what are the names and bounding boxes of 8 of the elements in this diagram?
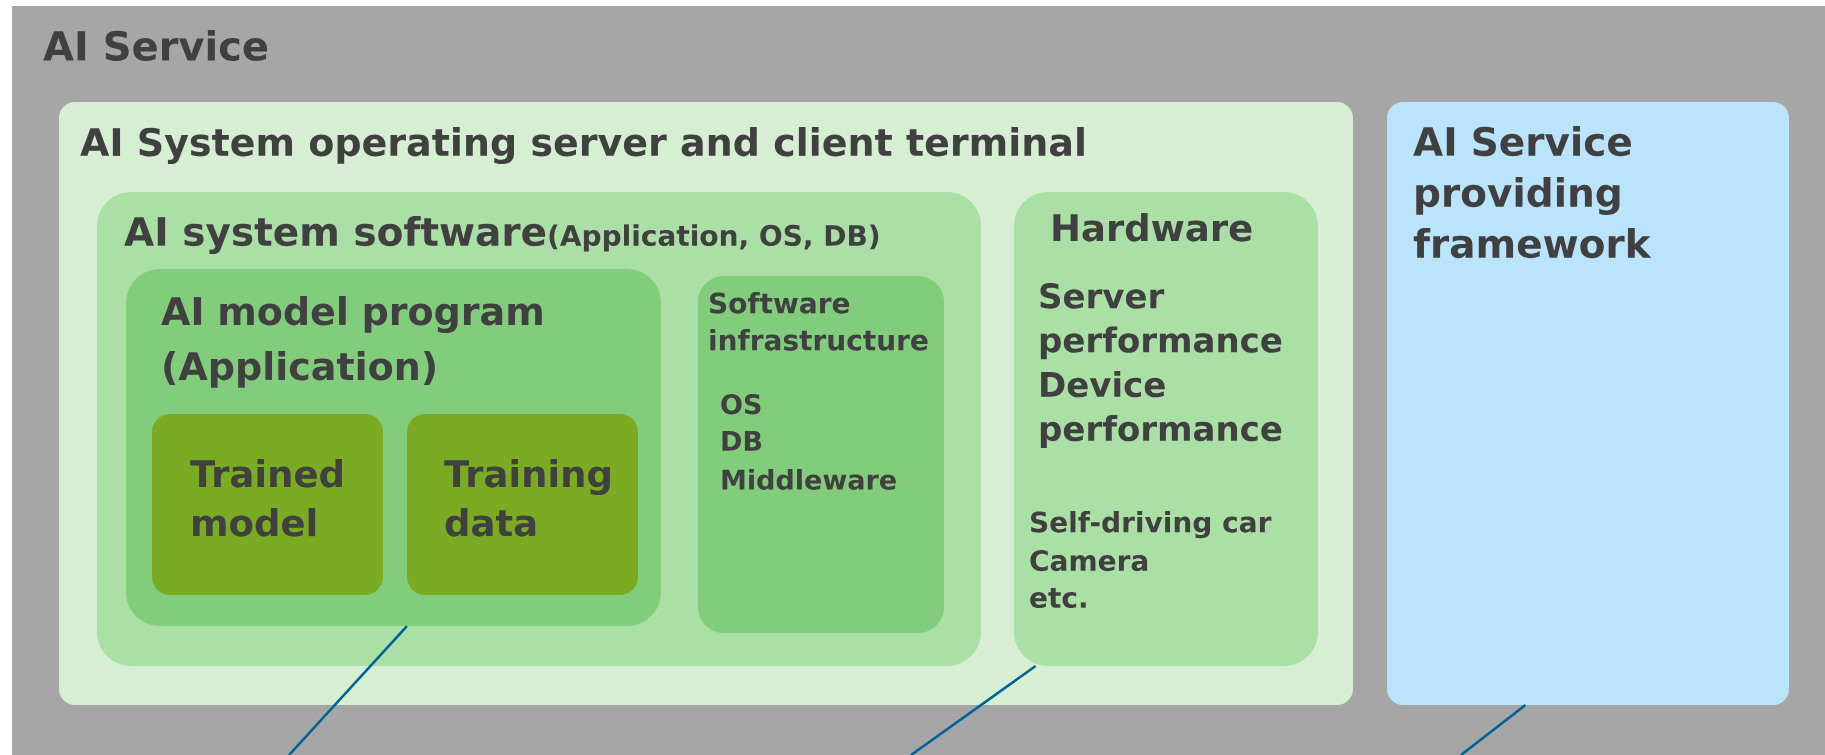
component-box: Training data bbox=[407, 414, 638, 595]
leader-line bbox=[1460, 704, 1527, 755]
leader-line bbox=[910, 664, 1037, 755]
hardware-box: Hardware Server performance Device performance Self-driving car Camera etc. bbox=[1014, 192, 1318, 666]
component-box: Trained model bbox=[152, 414, 383, 595]
framework-box: AI Service providing framework bbox=[1387, 102, 1789, 705]
leader-line bbox=[288, 625, 408, 755]
infrastructure-box: Software infrastructure OS DB Middleware bbox=[698, 276, 944, 633]
